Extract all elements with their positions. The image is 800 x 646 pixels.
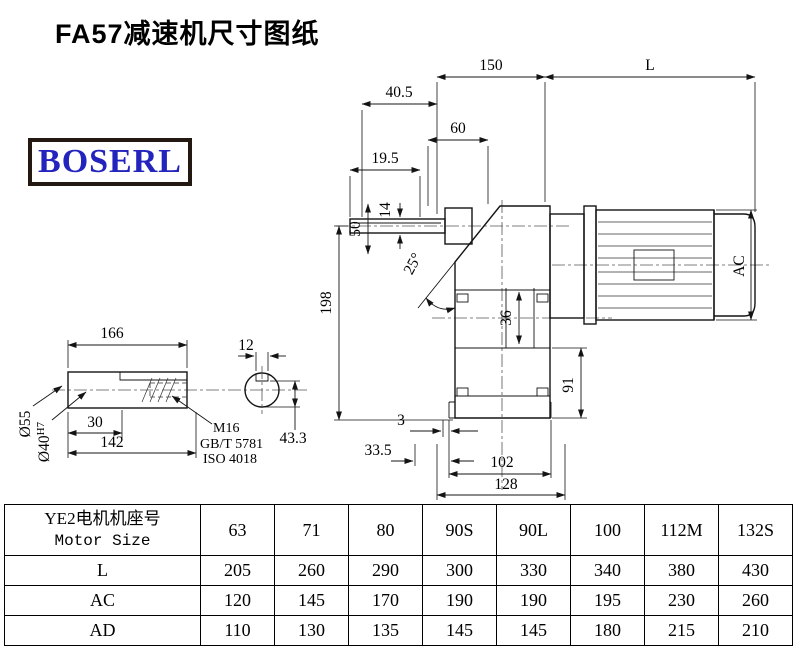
motor-size-header-cn: YE2电机机座号 xyxy=(44,509,161,528)
value-cell: 135 xyxy=(348,615,423,646)
value-cell: 195 xyxy=(570,585,645,616)
size-132s: 132S xyxy=(718,504,793,556)
shaft-section-view: 12 43.3 xyxy=(238,337,307,447)
dim-128: 128 xyxy=(494,476,518,493)
value-cell: 190 xyxy=(422,585,497,616)
size-63: 63 xyxy=(200,504,275,556)
value-cell: 215 xyxy=(644,615,719,646)
dim-43-3: 43.3 xyxy=(279,430,306,447)
value-cell: 290 xyxy=(348,555,423,586)
value-cell: 190 xyxy=(496,585,571,616)
label-dia55: Ø55 xyxy=(17,410,34,437)
dim-12: 12 xyxy=(238,337,254,354)
dim-60: 60 xyxy=(450,120,466,137)
dim-91: 91 xyxy=(560,377,577,393)
technical-drawing: 150 L 40.5 60 19.5 14 50 198 25° 36 91 xyxy=(17,57,772,500)
dim-30: 30 xyxy=(87,414,103,431)
value-cell: 145 xyxy=(496,615,571,646)
dim-14: 14 xyxy=(377,202,394,218)
table-row-l: L 205 260 290 300 330 340 380 430 xyxy=(4,555,793,586)
size-112m: 112M xyxy=(644,504,719,556)
motor-dimension-table: YE2电机机座号 Motor Size 63 71 80 90S 90L 100… xyxy=(4,504,793,646)
value-cell: 230 xyxy=(644,585,719,616)
dim-36: 36 xyxy=(498,310,515,326)
value-cell: 145 xyxy=(274,585,349,616)
value-cell: 210 xyxy=(718,615,793,646)
dim-166: 166 xyxy=(100,325,124,342)
value-cell: 170 xyxy=(348,585,423,616)
label-iso4018: ISO 4018 xyxy=(203,452,257,467)
value-cell: 430 xyxy=(718,555,793,586)
size-100: 100 xyxy=(570,504,645,556)
value-cell: 120 xyxy=(200,585,275,616)
main-view-dimensions: 150 L 40.5 60 19.5 14 50 198 25° 36 91 xyxy=(318,57,757,500)
page-title: FA57减速机尺寸图纸 xyxy=(55,19,320,49)
value-cell: 380 xyxy=(644,555,719,586)
value-cell: 180 xyxy=(570,615,645,646)
label-gbt5781: GB/T 5781 xyxy=(200,437,263,452)
value-cell: 330 xyxy=(496,555,571,586)
size-71: 71 xyxy=(274,504,349,556)
shaft-detail-view: 166 30 142 Ø55 Ø40H7 M16 GB/T 5781 ISO 4… xyxy=(17,325,308,467)
value-cell: 260 xyxy=(274,555,349,586)
gearbox-outline xyxy=(336,200,772,490)
label-m16: M16 xyxy=(213,421,239,436)
value-cell: 300 xyxy=(422,555,497,586)
dim-33-5: 33.5 xyxy=(364,442,391,459)
dim-ac: AC xyxy=(731,255,748,277)
dim-102: 102 xyxy=(490,454,513,471)
label-dia40: Ø40 xyxy=(36,435,53,462)
label-dia40h7: Ø40H7 xyxy=(35,421,53,462)
dim-19-5: 19.5 xyxy=(371,150,398,167)
row-label-ac: AC xyxy=(4,585,201,616)
dim-198: 198 xyxy=(318,291,335,315)
dim-150: 150 xyxy=(479,57,503,74)
value-cell: 205 xyxy=(200,555,275,586)
value-cell: 145 xyxy=(422,615,497,646)
value-cell: 130 xyxy=(274,615,349,646)
dim-angle-25: 25° xyxy=(400,250,425,277)
size-80: 80 xyxy=(348,504,423,556)
label-h7-tolerance: H7 xyxy=(35,421,47,435)
dim-50: 50 xyxy=(347,221,364,237)
motor-size-header-en: Motor Size xyxy=(54,532,151,550)
boserl-logo: BOSERL xyxy=(28,138,192,186)
table-header-row: YE2电机机座号 Motor Size 63 71 80 90S 90L 100… xyxy=(4,504,793,556)
dim-3: 3 xyxy=(397,412,405,429)
row-label-ad: AD xyxy=(4,615,201,646)
table-row-ad: AD 110 130 135 145 145 180 215 210 xyxy=(4,615,793,646)
value-cell: 110 xyxy=(200,615,275,646)
value-cell: 340 xyxy=(570,555,645,586)
value-cell: 260 xyxy=(718,585,793,616)
size-90l: 90L xyxy=(496,504,571,556)
dim-l: L xyxy=(645,57,654,74)
row-label-l: L xyxy=(4,555,201,586)
dim-142: 142 xyxy=(100,434,123,451)
table-row-ac: AC 120 145 170 190 190 195 230 260 xyxy=(4,585,793,616)
motor-size-header-cell: YE2电机机座号 Motor Size xyxy=(4,504,201,556)
size-90s: 90S xyxy=(422,504,497,556)
dim-40-5: 40.5 xyxy=(385,84,412,101)
